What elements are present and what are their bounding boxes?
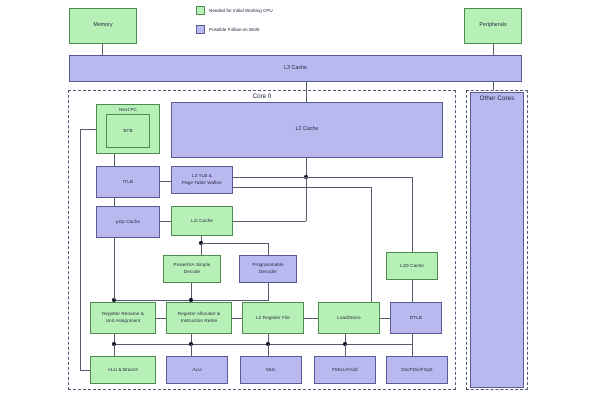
wire-l1i-down (201, 236, 202, 243)
region-other-cores (466, 90, 528, 390)
wire-allocator-to-exec-bus (191, 334, 192, 344)
legend-label-purple: Possible Follow-on Work (209, 27, 260, 32)
block-register-rename-unit-assignment[interactable]: Register Rename & Unit Assignment (90, 302, 156, 334)
block-btb[interactable]: BTB (106, 114, 150, 148)
wire-execution-bus (114, 344, 412, 345)
wire-exec-to-mul (268, 344, 269, 356)
block-programmable-decoder[interactable]: Programmable Decoder (239, 255, 297, 283)
block-powerisa-simple-decode[interactable]: PowerISA Simple Decode (163, 255, 221, 283)
legend-item-green: Needed for Initial Working CPU (196, 6, 273, 15)
wire-dtlb-to-exec-bus (412, 334, 413, 344)
block-l2-register-file[interactable]: L2 Register File (242, 302, 304, 334)
block-register-allocator-instruction-retire[interactable]: Register Allocator & Instruction Retire (166, 302, 232, 334)
block-l2-cache[interactable]: L2 Cache (171, 102, 443, 158)
wire-alubranch-feedback-out (80, 370, 90, 371)
wire-itlb-to-uop (114, 198, 115, 206)
wire-bus-to-dtlb (412, 177, 413, 308)
wire-peripherals-to-l3 (493, 44, 494, 55)
legend-item-purple: Possible Follow-on Work (196, 25, 259, 34)
wire-l3-to-l2 (306, 82, 307, 102)
wire-feedback-to-nextpc (80, 129, 96, 130)
legend-label-green: Needed for Initial Working CPU (209, 8, 273, 13)
legend-swatch-green (196, 6, 205, 15)
block-fmul-fadd[interactable]: FMUL/FAdd (314, 356, 376, 384)
wire-progdec-down (268, 283, 269, 300)
wire-loadstore-to-exec-bus (345, 334, 346, 344)
wire-feedback-spine (80, 129, 81, 370)
wire-powerisa-down (191, 283, 192, 300)
wire-l2cache-down (306, 158, 307, 177)
wire-loadstore-to-dtlb (380, 318, 390, 319)
block-mul[interactable]: MUL (240, 356, 302, 384)
wire-itlb-to-l2tlb (160, 181, 171, 182)
block-memory[interactable]: Memory (69, 8, 137, 44)
block-uop-cache[interactable]: µOp Cache (96, 206, 160, 238)
wire-l2tlb-to-l1d-v (371, 187, 372, 308)
region-core-0 (68, 90, 456, 390)
legend-swatch-purple (196, 25, 205, 34)
wire-l1i-to-spine (233, 221, 306, 222)
wire-l2tlb-bus (233, 177, 413, 178)
block-alu[interactable]: ALU (166, 356, 228, 384)
wire-exec-to-alu (191, 344, 192, 356)
wire-allocator-to-regfile (232, 318, 242, 319)
block-div-fdiv-fsqrt[interactable]: Div/FDiv/FSqrt (386, 356, 448, 384)
wire-regfile-to-exec-bus (268, 334, 269, 344)
junction-rename-bus-left (112, 298, 116, 302)
wire-memory-to-l3 (102, 44, 103, 55)
wire-rename-to-exec-bus (114, 334, 115, 344)
wire-uop-to-l1i (160, 221, 171, 222)
block-l3-cache[interactable]: L3 Cache (69, 55, 522, 82)
block-other-cores[interactable]: Other Cores (470, 92, 524, 388)
wire-to-programmable-decoder (268, 243, 269, 255)
block-alu-branch[interactable]: ALU & Branch (90, 356, 156, 384)
wire-nextpc-to-itlb (114, 154, 115, 166)
wire-to-powerisa-decode (201, 243, 202, 255)
wire-exec-to-fmul (345, 344, 346, 356)
wire-l2tlb-to-l1d-h (233, 187, 372, 188)
junction-rename-bus-mid (189, 298, 193, 302)
block-itlb[interactable]: ITLB (96, 166, 160, 198)
block-dtlb[interactable]: DTLB (390, 302, 442, 334)
wire-regfile-to-loadstore (304, 318, 318, 319)
block-l1d-cache[interactable]: L1D Cache (386, 252, 438, 280)
block-peripherals[interactable]: Peripherals (464, 8, 522, 44)
wire-decode-fanout-h (201, 243, 269, 244)
block-l1i-cache[interactable]: L1I Cache (171, 206, 233, 236)
wire-rename-to-allocator (156, 318, 166, 319)
wire-l3-to-other-cores (493, 82, 494, 90)
block-load-store[interactable]: Load/Store (318, 302, 380, 334)
wire-l1d-down (412, 280, 413, 308)
region-core-0-title: Core 0 (252, 93, 272, 100)
block-l2-tlb-page-table-walker[interactable]: L2 TLB & Page Table Walker (171, 166, 233, 194)
wire-exec-to-div (412, 344, 413, 356)
wire-exec-to-alubranch (114, 344, 115, 356)
wire-spine-l1i (306, 177, 307, 221)
wire-uop-to-rename (114, 238, 115, 300)
